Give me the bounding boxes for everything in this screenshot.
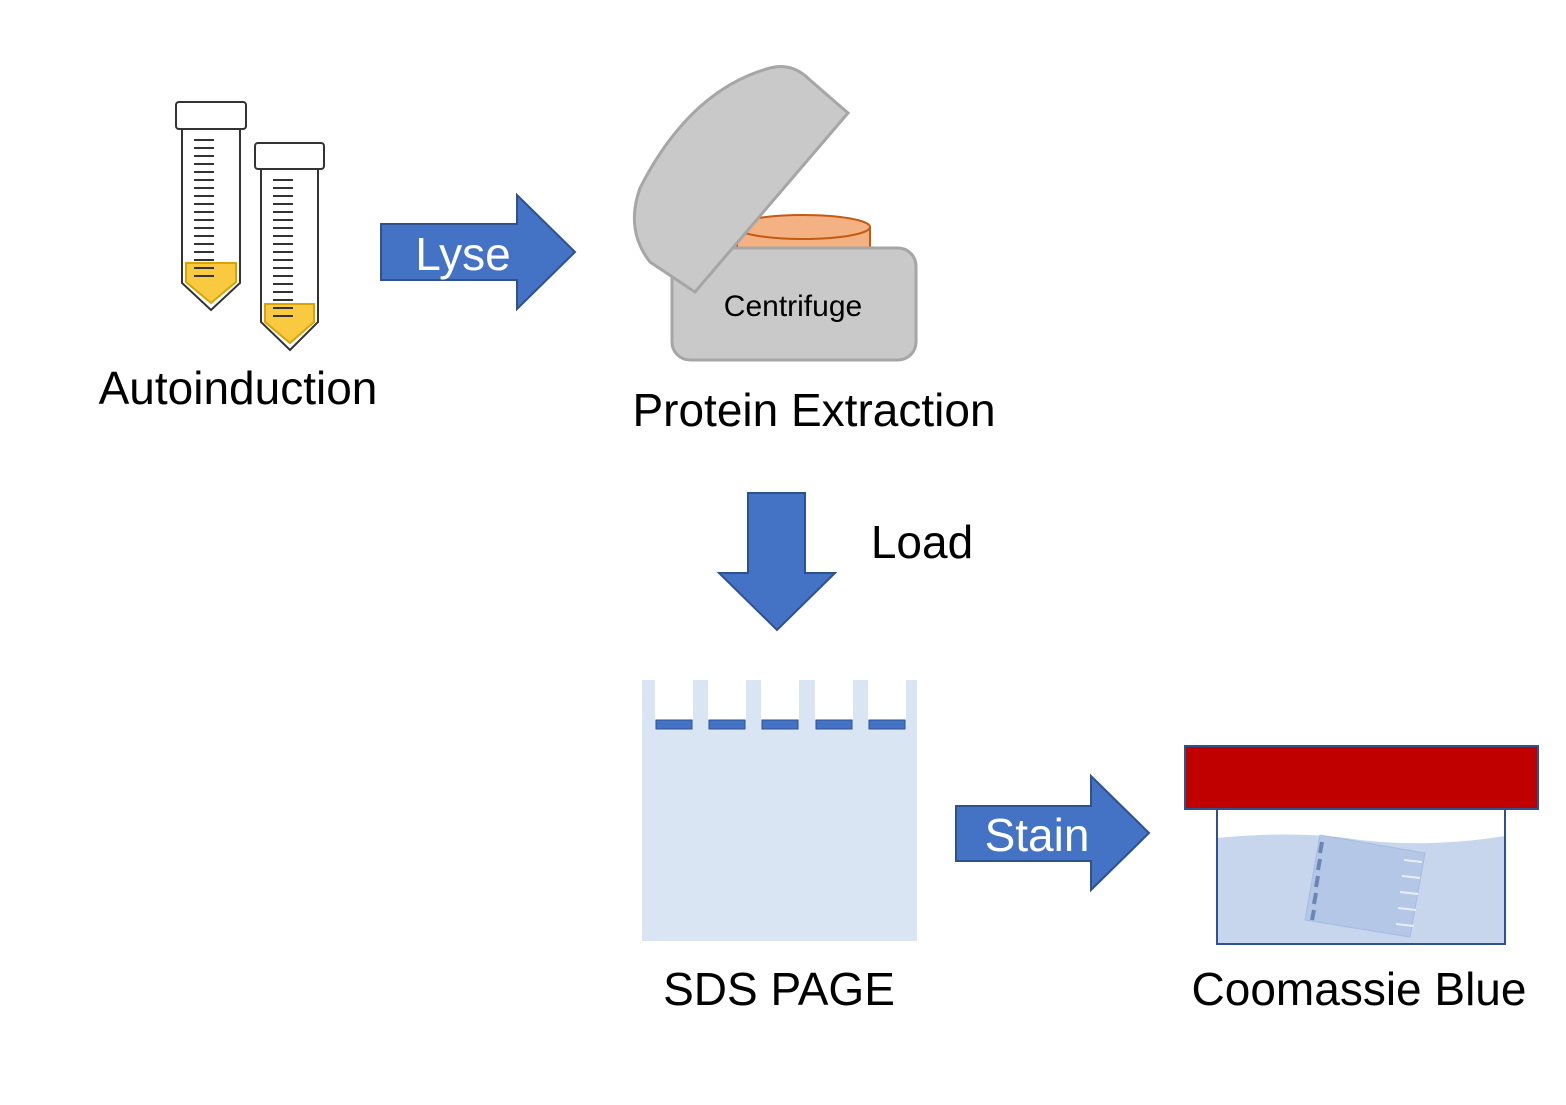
- stain-box-icon: [1184, 745, 1539, 945]
- lyse-arrow: Lyse: [380, 192, 577, 312]
- stain-label: Stain: [985, 809, 1090, 861]
- lyse-label: Lyse: [415, 228, 510, 280]
- test-tube-icon: [254, 142, 325, 352]
- sds-page-label: SDS PAGE: [663, 963, 895, 1015]
- autoinduction-label: Autoinduction: [99, 362, 378, 414]
- load-label: Load: [871, 516, 973, 568]
- test-tube-icon: [175, 101, 247, 312]
- gel-icon: [642, 680, 917, 941]
- load-arrow: [716, 492, 838, 632]
- stain-arrow: Stain: [955, 773, 1151, 893]
- submerged-gel: [1304, 834, 1426, 938]
- protein-extraction-label: Protein Extraction: [632, 384, 995, 436]
- coomassie-label: Coomassie Blue: [1192, 963, 1527, 1015]
- centrifuge-icon: Centrifuge: [632, 65, 918, 362]
- centrifuge-label: Centrifuge: [724, 290, 862, 323]
- test-tubes-icon: [175, 101, 325, 352]
